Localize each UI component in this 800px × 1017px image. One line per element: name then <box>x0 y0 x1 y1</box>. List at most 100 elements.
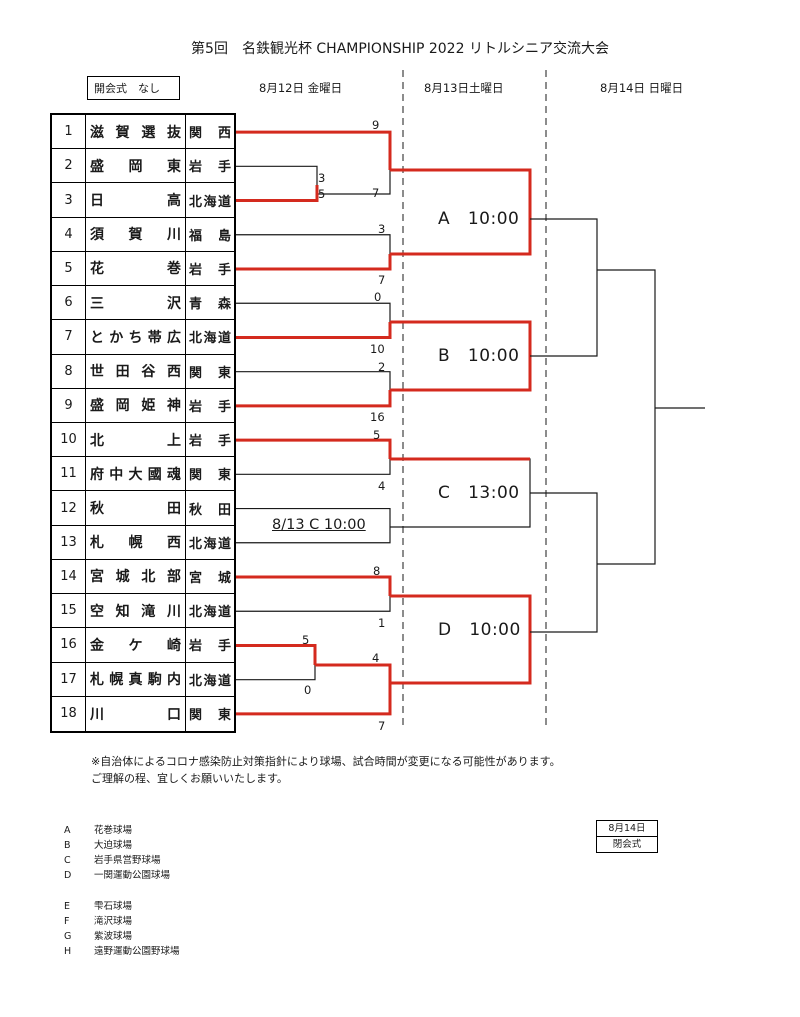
bracket-line-15 <box>390 356 532 392</box>
score-m7-bottom: 1 <box>378 616 386 630</box>
team-name: 日高 <box>86 183 186 217</box>
team-region-char: 島 <box>217 228 231 244</box>
game-label-a: A 10:00 <box>438 209 519 229</box>
score-m9-bottom: 7 <box>378 719 386 733</box>
score-m4-top: 0 <box>374 290 382 304</box>
team-name-char: 西 <box>166 364 181 381</box>
team-name-char: 川 <box>90 706 104 723</box>
team-region-char: 関 <box>189 708 203 724</box>
team-name: 北上 <box>86 423 186 457</box>
score-m1-top: 9 <box>372 118 380 132</box>
team-region-char: 北 <box>189 605 203 621</box>
bracket-line-2 <box>317 170 391 195</box>
team-name: 滋賀選抜 <box>86 115 186 149</box>
team-name-char: 賀 <box>128 227 143 244</box>
team-region-char: 田 <box>217 502 231 518</box>
venue-letter: D <box>64 870 72 881</box>
team-region-char: 城 <box>217 570 231 586</box>
bracket-line-29 <box>390 632 532 685</box>
team-name-char: 滝 <box>141 603 156 620</box>
game-label-b: B 10:00 <box>438 346 519 366</box>
postponed-game-note: 8/13 C 10:00 <box>272 517 366 533</box>
day-header-aug14: 8月14日 日曜日 <box>600 81 684 95</box>
game-id: B <box>438 346 451 366</box>
team-name-char: 魂 <box>167 466 181 483</box>
team-region-char: 東 <box>217 365 231 381</box>
score-m8-top: 5 <box>302 633 310 647</box>
team-region: 岩手 <box>186 423 234 456</box>
team-name-char: 部 <box>166 569 181 586</box>
score-m4-bottom: 10 <box>370 342 385 356</box>
team-name-char: 田 <box>115 364 130 381</box>
game-id: C <box>438 483 451 503</box>
score-m3-bottom: 7 <box>378 273 386 287</box>
team-region-char: 海 <box>203 673 217 689</box>
score-m8-bottom: 0 <box>304 683 312 697</box>
team-number: 9 <box>52 388 86 422</box>
bracket-line-23 <box>236 596 391 612</box>
team-name: 須賀川 <box>86 217 186 251</box>
bracket-line-8 <box>390 168 532 219</box>
venue-name: 滝沢球場 <box>94 916 133 927</box>
team-name-char: 川 <box>167 227 181 244</box>
day-header-aug12: 8月12日 金曜日 <box>259 81 343 95</box>
team-name: 宮城北部 <box>86 559 186 594</box>
team-region-char: 関 <box>189 468 203 484</box>
bracket-line-16 <box>236 438 392 459</box>
closing-date: 8月14日 <box>597 821 657 837</box>
team-name-char: 川 <box>166 603 181 620</box>
team-region: 秋田 <box>186 491 234 524</box>
team-name-char: 帯 <box>147 329 162 346</box>
team-name-char: ち <box>128 329 143 346</box>
team-region-char: 北 <box>189 536 203 552</box>
team-region: 北海道 <box>186 183 234 216</box>
team-name-char: 選 <box>141 124 156 141</box>
notice-line: ご理解の程、宜しくお願いいたします。 <box>91 772 288 785</box>
team-name-char: 空 <box>90 603 104 620</box>
team-region-char: 手 <box>217 639 231 655</box>
game-time: 10:00 <box>467 209 520 229</box>
bracket-line-4 <box>236 185 319 203</box>
team-name-char: 北 <box>141 569 156 586</box>
team-region: 宮城 <box>186 560 234 593</box>
closing-label: 閉会式 <box>612 839 642 850</box>
game-time: 10:00 <box>469 620 521 640</box>
team-number: 10 <box>52 423 86 457</box>
bracket-line-13 <box>236 390 392 408</box>
team-region: 北海道 <box>186 594 234 627</box>
team-name: 秋田 <box>86 491 186 525</box>
team-region: 岩手 <box>186 252 234 285</box>
bracket-line-25 <box>236 665 316 681</box>
team-region-char: 西 <box>217 126 231 142</box>
game-label-d: D 10:00 <box>438 620 521 640</box>
team-number: 13 <box>52 525 86 559</box>
team-region-char: 海 <box>203 605 217 621</box>
team-name-char: 世 <box>90 364 104 381</box>
team-region-char: 岩 <box>189 262 203 278</box>
team-region: 北海道 <box>186 526 234 559</box>
team-region-char: 道 <box>217 536 231 552</box>
team-name: 川口 <box>86 696 186 731</box>
team-region-char: 東 <box>217 708 231 724</box>
bracket-line-1 <box>236 130 392 170</box>
team-region-char: 岩 <box>189 639 203 655</box>
venue-letter: E <box>64 901 71 912</box>
team-region: 北海道 <box>186 320 234 353</box>
page-title: 第5回 名鉄観光杯 CHAMPIONSHIP 2022 リトルシニア交流大会 <box>191 41 609 57</box>
team-region-char: 手 <box>217 262 231 278</box>
